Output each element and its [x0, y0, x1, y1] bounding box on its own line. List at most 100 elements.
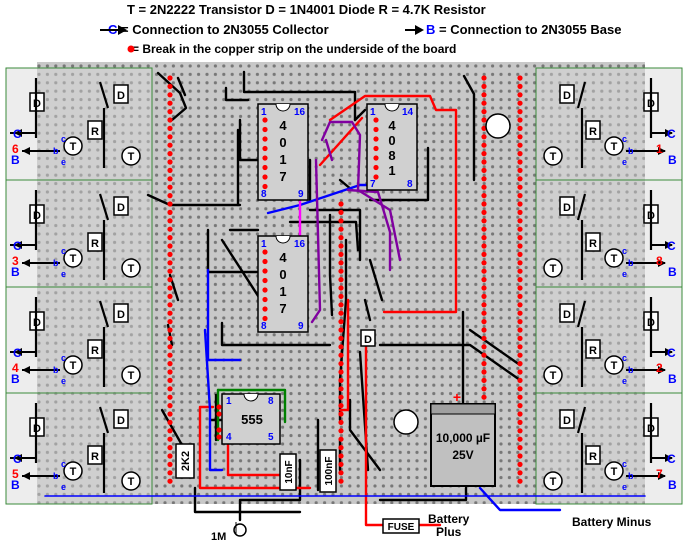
break-dot	[167, 394, 173, 400]
pin-b: b	[53, 365, 59, 375]
break-dot	[517, 352, 523, 358]
break-dot	[517, 184, 523, 190]
break-dot	[517, 428, 523, 434]
pin-b: b	[628, 258, 634, 268]
break-dot	[481, 243, 487, 249]
chip2-pin8: 8	[407, 179, 413, 190]
break-dot	[481, 142, 487, 148]
collector-arrow-icon	[665, 454, 673, 462]
collector-label: C	[13, 127, 22, 141]
break-dot	[167, 327, 173, 333]
break-dot	[517, 201, 523, 207]
break-dot	[517, 478, 523, 484]
break-dot	[167, 319, 173, 325]
transistor-r	[121, 258, 141, 278]
break-dot	[517, 125, 523, 131]
break-dot	[481, 218, 487, 224]
transistor	[63, 136, 83, 156]
center-diode: D	[360, 329, 376, 347]
transistor-label: T	[611, 360, 618, 372]
transistor-label: T	[70, 141, 77, 153]
output-channels: DDRTTCB6cbeDDRTTCB1cbeDDRTTCB3cbeDDRTTCB…	[10, 78, 677, 493]
pin-c: c	[61, 134, 66, 144]
chip-pins	[216, 117, 379, 440]
chip3-pin16: 16	[294, 239, 306, 250]
break-dot	[517, 235, 523, 241]
base-label: B	[668, 372, 677, 386]
break-dot	[517, 83, 523, 89]
break-dot	[167, 428, 173, 434]
pin-b: b	[628, 365, 634, 375]
break-dot	[481, 209, 487, 215]
wire	[576, 406, 587, 434]
break-dot	[167, 176, 173, 182]
pin-dot	[262, 136, 268, 142]
break-dot	[517, 251, 523, 257]
chip2-digit: 4	[388, 118, 396, 133]
pin-dot	[262, 315, 268, 322]
collector-arrow-icon	[14, 241, 22, 249]
break-dot	[167, 151, 173, 157]
diode-label: D	[563, 202, 571, 214]
pin-dot	[262, 287, 268, 293]
transistor-r-label: T	[128, 151, 135, 163]
collector-desc: = Connection to 2N3055 Collector	[117, 22, 329, 37]
break-dot	[517, 302, 523, 308]
resistor	[585, 232, 601, 252]
break-dot	[338, 226, 344, 232]
pin-c: c	[622, 353, 627, 363]
pin-dot	[373, 136, 379, 142]
pin-e: e	[61, 269, 66, 279]
fuse-label: FUSE	[388, 522, 415, 533]
resistor-2k2: 2K2	[175, 443, 195, 479]
break-dot	[517, 176, 523, 182]
chip3-digit: 7	[279, 301, 286, 316]
break-dot	[517, 361, 523, 367]
collector-arrow-icon	[665, 129, 673, 137]
break-dot	[338, 377, 344, 383]
break-dot	[517, 411, 523, 417]
chip-4017-b	[257, 235, 309, 333]
channel-number: 2	[656, 361, 663, 375]
break-dot	[517, 293, 523, 299]
diode-label: D	[563, 415, 571, 427]
pin-e: e	[622, 376, 627, 386]
pin-e: e	[622, 482, 627, 492]
break-dot	[338, 277, 344, 283]
pin-dot	[216, 427, 222, 433]
transistor-r	[121, 146, 141, 166]
break-dot	[167, 243, 173, 249]
break-dot	[167, 201, 173, 207]
resistor	[87, 232, 103, 252]
break-dot	[167, 159, 173, 165]
collector-label: C	[13, 452, 22, 466]
diode-label: D	[117, 202, 125, 214]
break-dot	[167, 193, 173, 199]
diode	[559, 409, 575, 429]
pin-dot	[262, 174, 268, 180]
pin-dot	[373, 145, 379, 152]
resistor-label: R	[91, 451, 99, 463]
pin-dot	[262, 258, 268, 265]
channel-number: 7	[656, 467, 663, 481]
break-dot	[338, 394, 344, 400]
chip1-pin8: 8	[261, 189, 267, 200]
break-dot	[517, 109, 523, 115]
pin-dot	[373, 155, 379, 161]
pin-e: e	[61, 376, 66, 386]
chip2-digit: 8	[388, 148, 395, 163]
break-dot	[338, 470, 344, 476]
break-dot	[517, 167, 523, 173]
pin-dot	[262, 306, 268, 312]
break-dot	[338, 344, 344, 350]
diode	[113, 409, 129, 429]
break-dot	[167, 100, 173, 106]
break-dot	[481, 319, 487, 325]
break-dot	[338, 461, 344, 467]
break-dot	[338, 369, 344, 375]
wire	[576, 300, 587, 328]
pin-c: c	[622, 459, 627, 469]
cap-100nf-label: 100nF	[324, 457, 335, 486]
timer-pin5: 5	[268, 432, 274, 443]
diode	[113, 303, 129, 323]
